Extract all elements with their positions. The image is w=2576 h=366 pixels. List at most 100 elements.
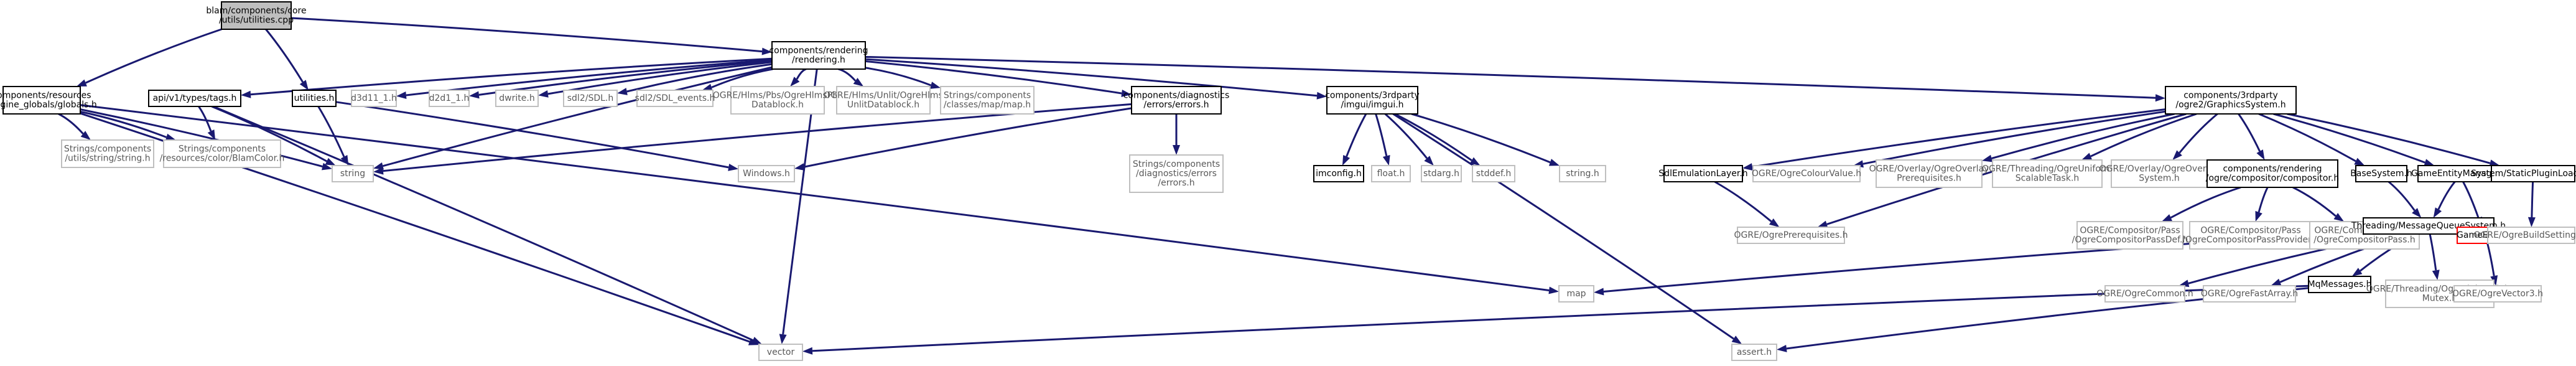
node-globals[interactable]: components/resources/engine_globals/glob… — [0, 86, 97, 115]
edge-utilities-to-string — [317, 106, 345, 157]
node-label-sdlevents-0: sdl2/SDL_events.h — [635, 93, 715, 103]
node-box-assert — [1731, 344, 1777, 361]
node-float: float.h — [1371, 165, 1411, 182]
node-imgui[interactable]: components/3rdparty/imgui/imgui.h — [1325, 86, 1420, 115]
node-label-blamcolor-0: Strings/components — [179, 144, 266, 154]
arrowhead-basesystem-to-mqs — [2412, 208, 2422, 218]
arrowhead-rendering-to-errors — [1121, 90, 1132, 97]
node-box-staticplugin — [2491, 165, 2575, 182]
node-imconfig[interactable]: imconfig.h — [1313, 165, 1364, 182]
node-label-imconfig-0: imconfig.h — [1316, 169, 1362, 179]
node-label-compositor-0: components/rendering — [2223, 164, 2322, 174]
arrowhead-tags-to-vector — [751, 337, 762, 344]
edge-tags-to-blamcolor — [198, 106, 212, 132]
arrowhead-compositor-to-passdef — [2161, 214, 2172, 222]
arrowhead-errors-to-string — [373, 167, 384, 175]
node-label-staticplugin-0: System/StaticPluginLoader.h — [2471, 169, 2576, 179]
edge-graphics-to-staticplugin — [2287, 113, 2491, 164]
node-label-mapstr-1: /classes/map/map.h — [944, 100, 1031, 110]
node-stddef: stddef.h — [1472, 165, 1515, 182]
node-label-float-0: float.h — [1377, 169, 1405, 179]
node-box-strstr — [61, 139, 154, 168]
node-label-ogrecommon-0: OGRE/OgreCommon.h — [2096, 289, 2193, 299]
node-label-mqmessages-0: MqMessages.h — [2308, 279, 2372, 289]
node-box-imconfig — [1313, 165, 1364, 182]
arrowhead-rendering-to-pbs — [790, 77, 800, 87]
node-label-uniform-0: OGRE/Threading/OgreUniform — [1982, 164, 2113, 174]
edge-imgui-to-assert — [1392, 113, 1734, 340]
arrowhead-rendering-to-dwrite — [538, 90, 549, 98]
node-stringh: string.h — [1559, 165, 1606, 182]
node-errors[interactable]: components/diagnostics/errors/errors.h — [1123, 86, 1230, 115]
node-box-uniform — [1992, 159, 2103, 188]
arrowhead-rendering-to-unlit — [853, 78, 864, 87]
node-rendering[interactable]: components/rendering/rendering.h — [769, 41, 868, 70]
arrowhead-graphics-to-overlaysys — [2172, 150, 2182, 160]
node-basesystem[interactable]: BaseSystem.h — [2350, 165, 2412, 182]
arrowhead-rendering-to-d3d11 — [396, 92, 407, 99]
edge-root-to-globals — [85, 28, 222, 84]
node-label-pbs-1: Datablock.h — [751, 100, 804, 110]
arrowhead-sdlemu-to-ogreprereq — [1769, 218, 1780, 227]
arrowhead-globals-to-string — [322, 162, 332, 171]
node-box-ogreprereq — [1737, 227, 1845, 244]
edge-staticplugin-to-buildsettings — [2531, 181, 2534, 218]
node-colourval: OGRE/OgreColourValue.h — [1752, 165, 1861, 182]
arrowhead-graphics-to-compositor — [2256, 149, 2265, 160]
arrowhead-graphics-to-sdlemu — [1742, 163, 1753, 171]
node-buildsettings: OGRE/OgreBuildSettings.h — [2473, 227, 2576, 244]
node-box-ogrecommon — [2104, 285, 2185, 303]
node-sdlemu[interactable]: SdlEmulationLayer.h — [1658, 165, 1748, 182]
node-box-vector — [758, 344, 803, 361]
node-stdarg: stdarg.h — [1421, 165, 1462, 182]
node-passdef: OGRE/Compositor/Pass/OgreCompositorPassD… — [2072, 221, 2188, 250]
node-box-utilities — [292, 90, 337, 107]
node-label-utilities-0: utilities.h — [294, 93, 335, 103]
node-box-fastarray — [2203, 285, 2296, 303]
edge-rendering-to-sdlevents — [711, 68, 773, 88]
node-box-graphics — [2165, 86, 2297, 115]
node-box-compositor — [2206, 159, 2338, 188]
edge-mqmessages-to-vector — [812, 284, 2309, 352]
node-graphics[interactable]: components/3rdparty/ogre2/GraphicsSystem… — [2165, 86, 2297, 115]
arrowhead-mqmessages-to-assert — [1777, 345, 1787, 352]
node-label-rendering-0: components/rendering — [769, 46, 868, 56]
node-vector3: OGRE/OgreVector3.h — [2452, 285, 2543, 303]
node-label-tags-0: api/v1/types/tags.h — [153, 93, 237, 103]
node-label-root-1: /utils/utilities.cpp — [219, 16, 294, 26]
arrowhead-graphics-to-ogreprereq — [1817, 220, 1828, 228]
edge-rendering-to-graphics — [865, 55, 2156, 99]
node-label-ogreprereq-0: OGRE/OgrePrerequisites.h — [1734, 230, 1848, 240]
edge-gem-to-mqs — [2437, 181, 2456, 210]
node-label-root-0: blam/components/core — [206, 6, 306, 16]
node-gem[interactable]: GameEntityManager.h — [2411, 165, 2508, 182]
node-tags[interactable]: api/v1/types/tags.h — [148, 90, 241, 107]
node-errstr: Strings/components/diagnostics/errors/er… — [1129, 154, 1224, 193]
arrowhead-utilities-to-windows — [728, 164, 738, 171]
node-staticplugin[interactable]: System/StaticPluginLoader.h — [2471, 165, 2576, 182]
node-label-pbs-0: OGRE/Hlms/Pbs/OgreHlmsPbs — [713, 91, 843, 101]
edge-globals-to-strstr — [58, 113, 84, 134]
edge-imgui-to-stringh — [1411, 113, 1551, 164]
node-label-errstr-1: /diagnostics/errors — [1136, 169, 1217, 179]
node-box-mqmessages — [2308, 276, 2371, 293]
arrowhead-root-to-globals — [76, 79, 87, 87]
arrowhead-rendering-to-graphics — [2155, 94, 2165, 102]
node-mqmessages[interactable]: MqMessages.h — [2308, 276, 2372, 293]
node-utilities[interactable]: utilities.h — [292, 90, 337, 107]
node-compositor[interactable]: components/rendering/ogre/compositor/com… — [2206, 159, 2339, 188]
node-box-errstr — [1129, 154, 1224, 193]
node-root[interactable]: blam/components/core/utils/utilities.cpp — [206, 1, 307, 30]
node-box-map — [1558, 285, 1594, 303]
node-box-stddef — [1472, 165, 1515, 182]
node-box-mapstr — [940, 86, 1035, 115]
node-label-fastarray-0: OGRE/OgreFastArray.h — [2201, 289, 2298, 299]
edge-gameentity-to-vector3 — [2486, 243, 2495, 276]
edge-imgui-to-stdarg — [1384, 113, 1428, 159]
node-label-overlaysys-0: OGRE/Overlay/OgreOverlay — [2099, 164, 2220, 174]
edge-rendering-to-tags — [250, 57, 773, 96]
node-box-d3d11 — [351, 90, 397, 107]
